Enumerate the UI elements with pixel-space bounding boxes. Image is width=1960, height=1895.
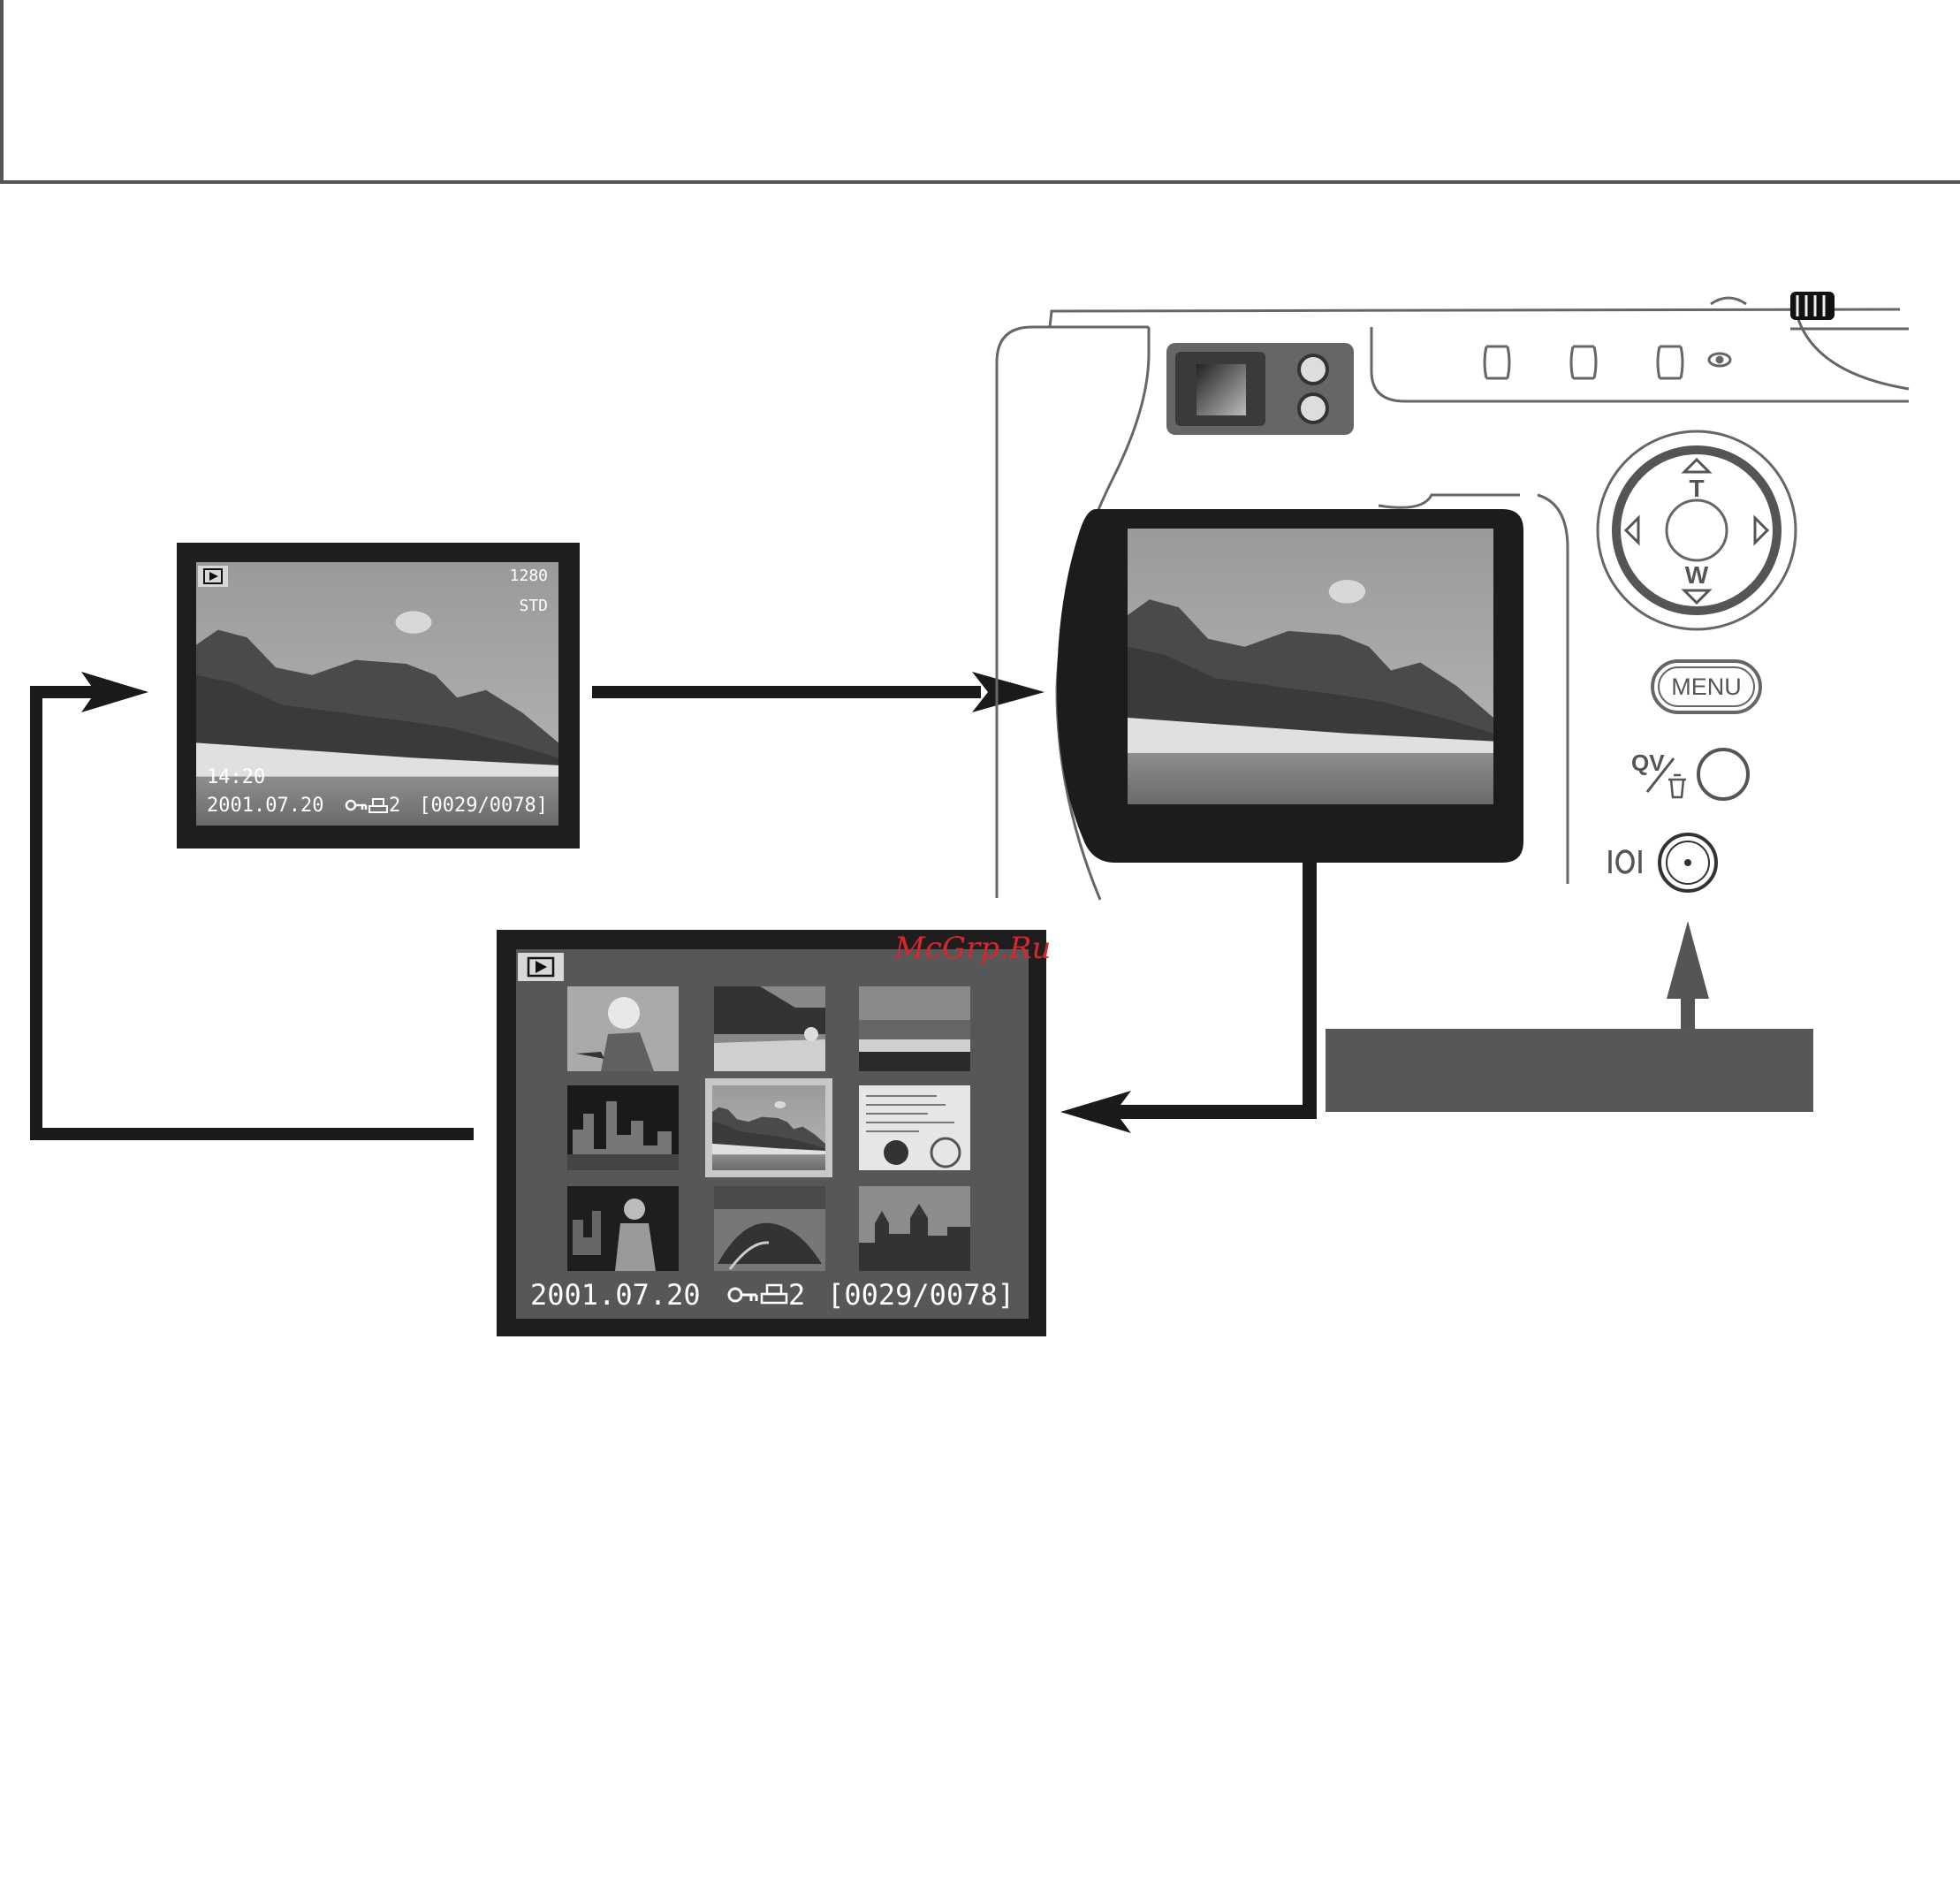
play-icon [198,566,228,587]
callout-panel [1326,1029,1813,1112]
camera-lcd [1057,509,1523,863]
display-mode-icon [1610,850,1640,873]
thumbnail-9[interactable] [859,1186,970,1271]
display-button[interactable] [1610,834,1716,891]
mode-dial-grip [1790,292,1835,320]
zoom-tele-label: T [1689,475,1704,502]
menu-button[interactable]: MENU [1652,661,1760,712]
index-screen: 2001.07.20 2 [0029/0078] [497,930,1046,1336]
top-button-3 [1658,346,1683,378]
menu-label: MENU [1671,674,1742,700]
lcd-landscape-photo [1128,529,1493,804]
thumbnail-3[interactable] [859,986,970,1071]
thumbnail-2[interactable] [714,986,825,1071]
quality-indicator: STD [519,597,548,615]
qv-delete-button[interactable]: QV [1631,750,1748,799]
top-button-1 [1485,346,1509,378]
thumbnail-8[interactable] [714,1186,825,1271]
thumbnail-6[interactable] [859,1085,970,1170]
trash-icon [1668,775,1686,797]
top-button-2 [1571,346,1596,378]
index-print-count: 2 [788,1278,805,1312]
single-frame-screen: 1280 STD 14:20 2001.07.20 2 [0029/0078] [177,543,580,849]
qv-label: QV [1631,750,1665,776]
thumbnail-5-selected[interactable] [705,1078,832,1177]
index-date-display: 2001.07.20 [530,1278,701,1312]
watermark: McGrp.Ru [893,931,1051,966]
print-count: 2 [389,795,400,817]
resolution-indicator: 1280 [510,567,548,585]
thumbnail-7[interactable] [567,1186,679,1271]
page-header-rule [0,0,1960,182]
zoom-wide-label: W [1685,561,1709,589]
play-icon [518,953,564,981]
frame-counter: [0029/0078] [419,795,548,817]
top-buttons [1485,346,1730,378]
viewfinder [1166,343,1354,435]
time-display: 14:20 [207,766,265,788]
index-frame-counter: [0029/0078] [827,1278,1014,1312]
four-way-controller[interactable]: T W [1598,431,1796,629]
arrow-to-display-button [1667,921,1709,1031]
thumbnail-1[interactable] [567,986,679,1071]
thumbnail-4[interactable] [567,1085,679,1170]
date-display: 2001.07.20 [207,795,323,817]
arrow-to-index [1060,863,1317,1133]
center-button [1667,500,1727,560]
arrow-to-camera [592,672,1045,712]
